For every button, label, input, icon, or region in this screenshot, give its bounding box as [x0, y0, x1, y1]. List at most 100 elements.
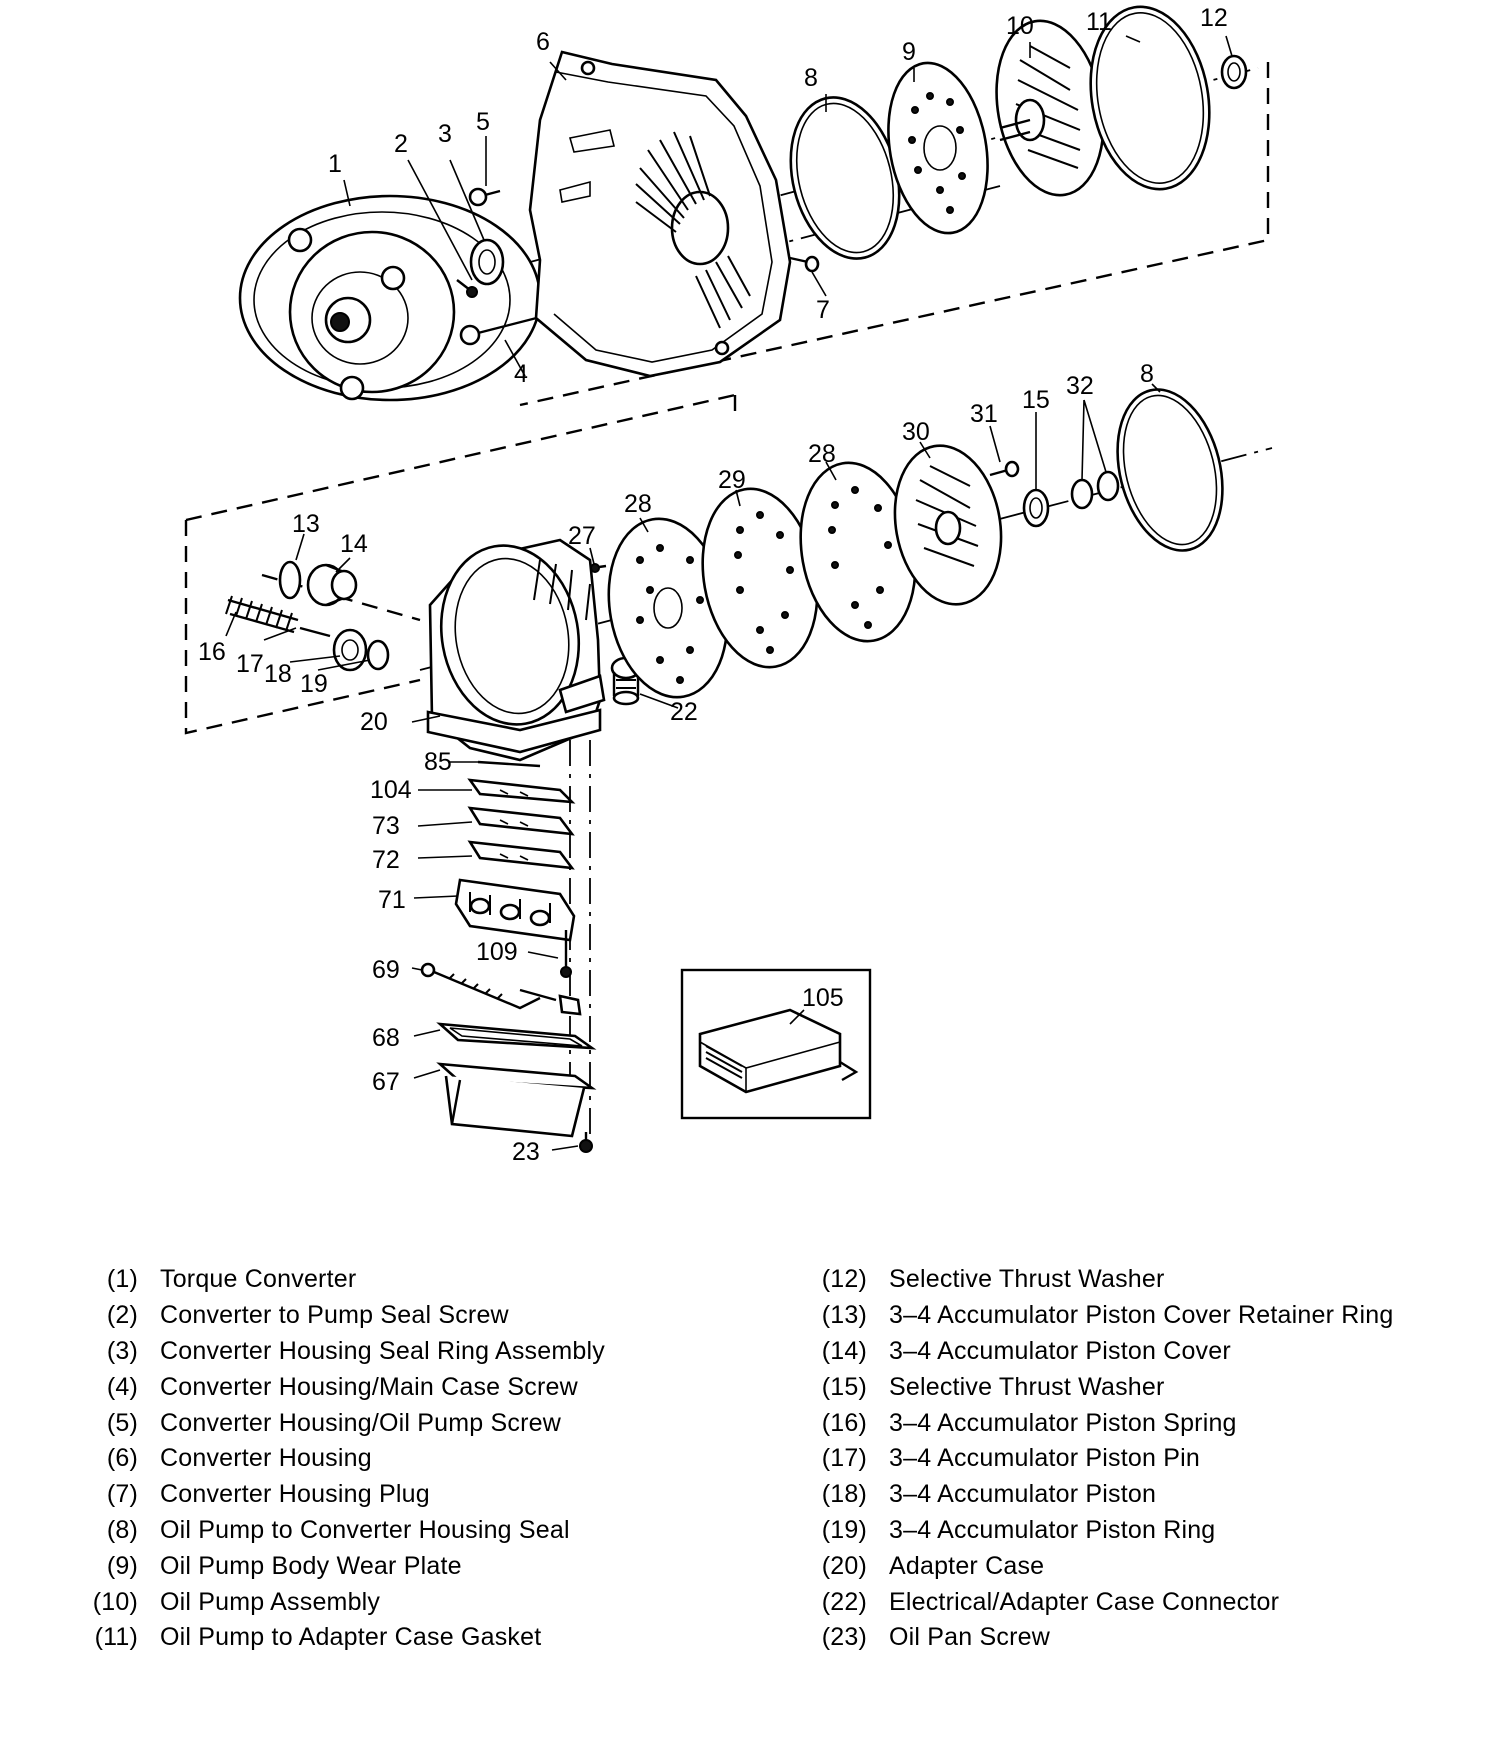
plate-104: [467, 778, 576, 804]
callout-11: 11: [1086, 8, 1112, 36]
legend-item-number: (7): [106, 1480, 138, 1509]
legend-item-number: (1): [106, 1265, 138, 1294]
legend-item: (8)Oil Pump to Converter Housing Seal: [80, 1513, 605, 1549]
legend-left-column: (1)Torque Converter (2) Converter to Pump …: [80, 1262, 605, 1656]
legend-item-number: (13): [821, 1301, 867, 1330]
legend-item-number: (15): [821, 1372, 867, 1401]
callout-18: 18: [264, 660, 292, 688]
legend-item: (23)Oil Pan Screw: [800, 1620, 1393, 1656]
legend-item-label: Converter to Pump Seal Screw: [160, 1301, 509, 1330]
callout-10: 10: [1006, 12, 1034, 40]
legend-item: (20)Adapter Case: [800, 1548, 1393, 1584]
leader-lines: [225, 35, 1233, 1151]
selective-thrust-washer-middle: [1022, 488, 1050, 528]
callout-8-top: 8: [804, 64, 818, 92]
oil-pan-67: [436, 1062, 597, 1138]
torque-converter: [238, 194, 542, 402]
converter-housing: [528, 50, 792, 378]
callout-20: 20: [360, 708, 388, 736]
oil-pump-converter-housing-seal-middle: [1116, 388, 1224, 552]
legend-item-label: Converter Housing/Main Case Screw: [160, 1372, 578, 1401]
adapter-case: [426, 538, 606, 762]
legend-item: (12) Selective Thrust Washer: [800, 1262, 1393, 1298]
valve-body-71: [454, 878, 576, 942]
legend-item: (11)Oil Pump to Adapter Case Gasket: [80, 1620, 605, 1656]
legend-item-number: (17): [821, 1444, 867, 1473]
legend-item-label: Oil Pump Assembly: [160, 1587, 381, 1616]
callout-22: 22: [670, 698, 698, 726]
legend-item-number: (14): [821, 1336, 867, 1365]
callout-6: 6: [536, 28, 550, 56]
legend-item-number: (10): [92, 1587, 138, 1616]
legend-item: (6)Converter Housing: [80, 1441, 605, 1477]
callout-104: 104: [370, 776, 412, 804]
callout-28-rear: 28: [808, 440, 836, 468]
callout-8-middle: 8: [1140, 360, 1154, 388]
callout-1: 1: [328, 150, 342, 178]
callout-29: 29: [718, 466, 746, 494]
legend-item-label: Converter Housing Plug: [160, 1480, 430, 1509]
legend-item: (4) Converter Housing/Main Case Screw: [80, 1369, 605, 1405]
oil-pump-wear-plate: [887, 61, 989, 235]
callout-2: 2: [394, 130, 408, 158]
converter-to-pump-seal-screw: [456, 279, 478, 298]
accumulator-piston-spring: [225, 595, 299, 634]
legend-item-label: 3–4 Accumulator Piston Pin: [889, 1444, 1200, 1473]
legend-item: (18)3–4 Accumulator Piston: [800, 1477, 1393, 1513]
legend-item-label: Selective Thrust Washer: [889, 1265, 1165, 1294]
legend-item-number: (20): [821, 1551, 867, 1580]
callout-69: 69: [372, 956, 400, 984]
legend-item-label: 3–4 Accumulator Piston Spring: [889, 1408, 1237, 1437]
callout-72: 72: [372, 846, 400, 874]
legend-item-label: Converter Housing/Oil Pump Screw: [160, 1408, 561, 1437]
legend-item-label: 3–4 Accumulator Piston Cover Retainer Ri…: [889, 1301, 1394, 1330]
callout-19: 19: [300, 670, 328, 698]
callout-30: 30: [902, 418, 930, 446]
callout-9: 9: [902, 38, 916, 66]
callout-32: 32: [1066, 372, 1094, 400]
legend-item: (19)3–4 Accumulator Piston Ring: [800, 1513, 1393, 1549]
legend-item-number: (16): [821, 1408, 867, 1437]
legend-item: (16) 3–4 Accumulator Piston Spring: [800, 1405, 1393, 1441]
callout-67: 67: [372, 1068, 400, 1096]
legend-item-number: (12): [821, 1265, 867, 1294]
legend-item-label: Oil Pump to Adapter Case Gasket: [160, 1623, 542, 1652]
accumulator-piston-cover-retainer-ring: [278, 560, 302, 600]
adapter-case-screw: [590, 563, 607, 573]
legend-item-number: (3): [106, 1336, 138, 1365]
legend-item-number: (23): [821, 1623, 867, 1652]
legend-item: (1)Torque Converter: [80, 1262, 605, 1298]
spacer-plate-28-front: [607, 517, 729, 699]
bolt-31: [989, 460, 1020, 478]
oil-pump-converter-housing-seal-top: [789, 96, 901, 260]
legend-item: (13) 3–4 Accumulator Piston Cover Retaine…: [800, 1298, 1394, 1334]
callout-68: 68: [372, 1024, 400, 1052]
legend-item: (22)Electrical/Adapter Case Connector: [800, 1584, 1393, 1620]
callout-71: 71: [378, 886, 406, 914]
callout-5: 5: [476, 108, 490, 136]
plate-72: [467, 840, 575, 870]
legend-item-label: 3–4 Accumulator Piston Cover: [889, 1336, 1231, 1365]
callout-27: 27: [568, 522, 596, 550]
callout-14: 14: [340, 530, 368, 558]
legend-item-number: (2): [106, 1301, 138, 1330]
callout-109: 109: [476, 938, 518, 966]
legend-item: (15)Selective Thrust Washer: [800, 1369, 1393, 1405]
legend-item-number: (6): [106, 1444, 138, 1473]
callout-16: 16: [198, 638, 226, 666]
legend-item-label: Converter Housing Seal Ring Assembly: [160, 1336, 605, 1365]
legend-item-number: (4): [106, 1372, 138, 1401]
spacer-plate-29: [701, 487, 819, 669]
parts-legend: (1)Torque Converter (2) Converter to Pump …: [0, 1262, 1504, 1702]
callout-3: 3: [438, 120, 452, 148]
callout-17: 17: [236, 650, 264, 678]
callout-73: 73: [372, 812, 400, 840]
spacer-85: [477, 760, 541, 768]
exploded-view-diagram: 1 2 3 5 4 6 7 8 9 10 11 12 13 14 16 17 1…: [184, 4, 1273, 1166]
legend-right-column: (12) Selective Thrust Washer (13) 3–4 Accum…: [800, 1262, 1394, 1656]
converter-housing-oil-pump-screw: [468, 187, 501, 207]
selective-thrust-washer-top: [1220, 54, 1248, 90]
accumulator-piston-cover: [306, 563, 358, 607]
legend-item: (9)Oil Pump Body Wear Plate: [80, 1548, 605, 1584]
pump-cover-30: [893, 444, 1003, 606]
